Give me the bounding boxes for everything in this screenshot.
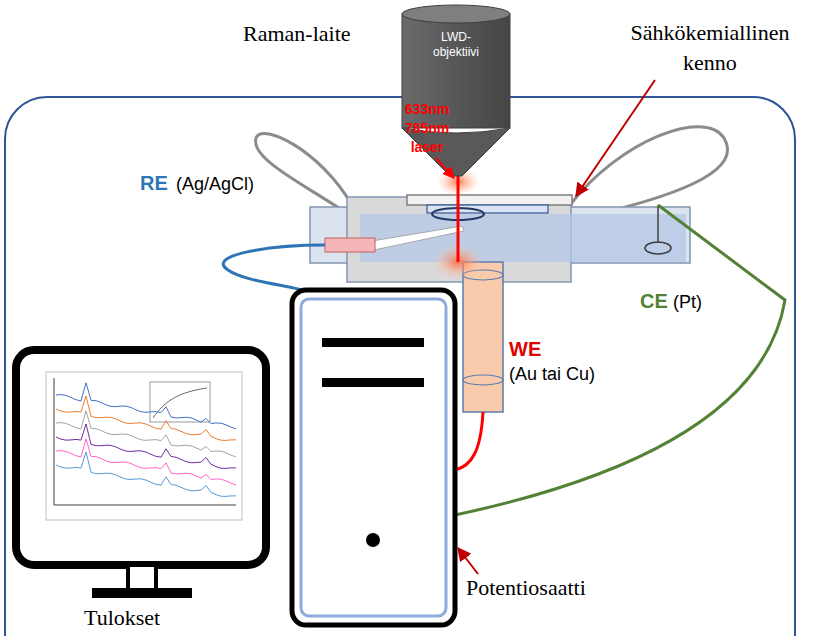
leader-arrow [436,158,454,178]
working-electrode [463,262,503,412]
electrode-material: (Ag/AgCl) [176,174,254,195]
instrument-label: Raman-laite [243,20,351,48]
electrode-tag: CE [640,290,668,313]
cable-loop [256,134,352,212]
node-text: LWD-objektiivi [420,30,492,60]
device-label: Potentiosaatti [466,574,586,602]
cell-label: Sähkökemiallinen kenno [610,18,810,78]
electrode-tag: WE [509,338,541,361]
spectrum-curve [56,452,236,496]
device-label: Tulokset [84,604,160,632]
electrode-tag: RE [140,172,168,195]
laser-label: 633nm 785nm laser [398,100,456,157]
we-wire [455,412,483,470]
laser-beam [457,176,460,262]
ce-wire [455,205,785,515]
re-wire [223,245,325,293]
leader-arrow [458,548,478,574]
objective-body: LWD-objektiivi [418,28,494,62]
results-monitor [16,350,266,598]
leader-arrow [576,80,655,196]
potentiostat-computer [292,290,455,625]
electrode-material: (Pt) [673,292,702,313]
setup-frame [5,97,795,636]
electrode-material: (Au tai Cu) [509,364,595,385]
